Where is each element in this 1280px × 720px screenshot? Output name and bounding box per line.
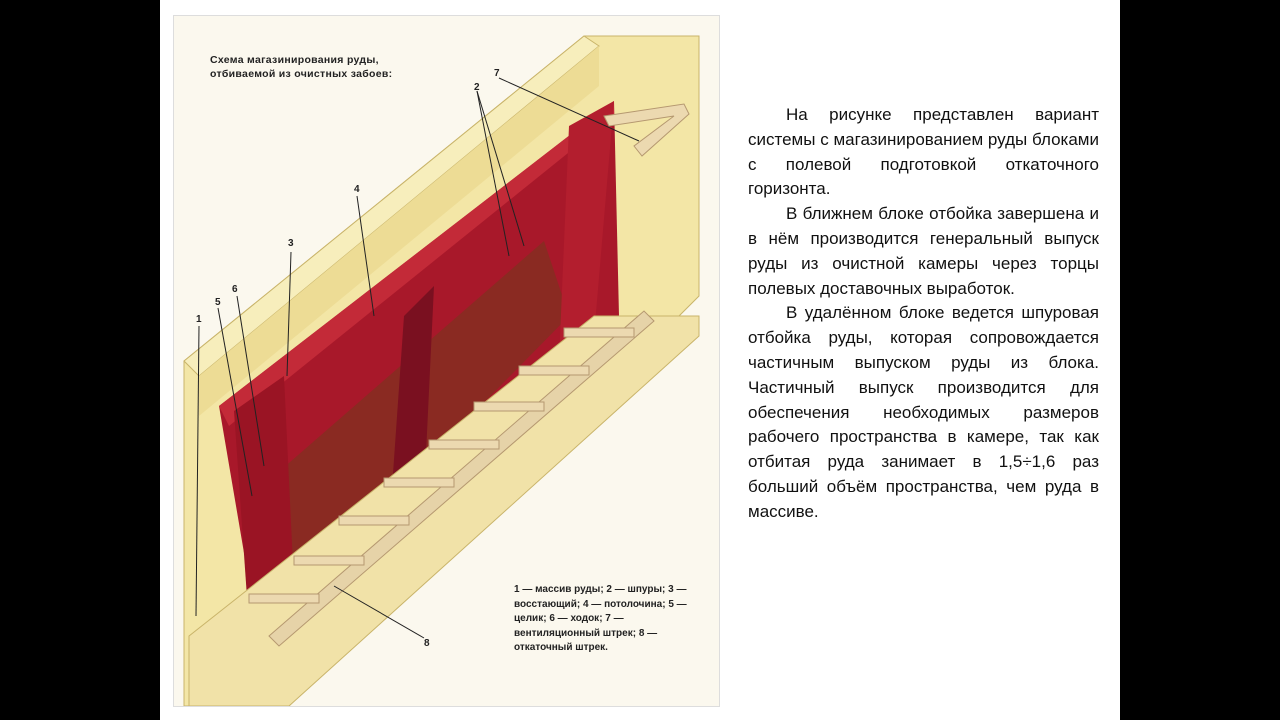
label-5: 5 (215, 297, 221, 308)
slide-text: На рисунке представлен вариант системы с… (748, 103, 1099, 525)
label-6: 6 (232, 284, 238, 295)
haulage-drift (268, 310, 655, 647)
diagram-drawing (183, 35, 700, 706)
figure-title: Схема магазинирования руды, отбиваемой и… (210, 53, 392, 81)
mining-diagram: 1 2 3 4 5 6 7 8 Схема магазинирования ру… (173, 15, 720, 707)
figure-title-line: отбиваемой из очистных забоев: (210, 68, 393, 80)
paragraph-3: В удалённом блоке ведется шпуровая отбой… (748, 303, 1099, 521)
paragraph-1: На рисунке представлен вариант системы с… (748, 105, 1099, 199)
slide: 1 2 3 4 5 6 7 8 Схема магазинирования ру… (160, 0, 1120, 720)
label-1: 1 (196, 314, 202, 325)
label-7: 7 (494, 68, 500, 79)
label-4: 4 (354, 184, 360, 195)
label-3: 3 (288, 238, 294, 249)
figure-legend: 1 — массив руды; 2 — шпуры; 3 — восстающ… (514, 584, 687, 653)
label-2: 2 (474, 82, 480, 93)
ventilation-drift (603, 103, 690, 157)
paragraph-2: В ближнем блоке отбойка завершена и в нё… (748, 204, 1099, 298)
figure-title-line: Схема магазинирования руды, (210, 54, 379, 66)
label-8: 8 (424, 638, 430, 649)
